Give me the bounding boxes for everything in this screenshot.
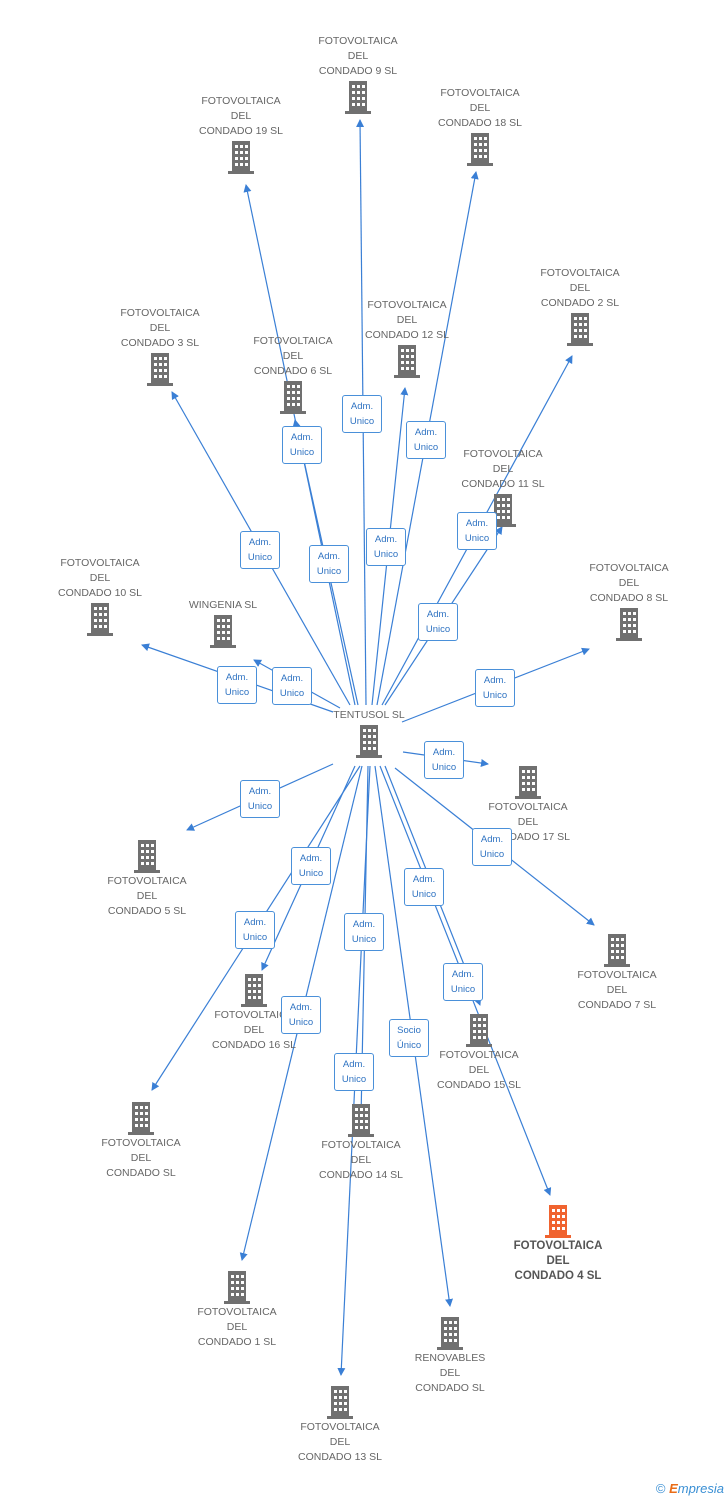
company-name: FOTOVOLTAICA DEL CONDADO 1 SL [197,1306,277,1348]
building-icon [25,601,175,637]
company-name: FOTOVOLTAICA DEL CONDADO 14 SL [318,1139,404,1181]
building-icon [66,1100,216,1136]
building-icon [294,723,444,759]
role-badge[interactable]: Adm. Unico [366,528,406,566]
company-node-n14[interactable]: FOTOVOLTAICA DEL CONDADO 14 SL [286,1102,436,1183]
role-badge[interactable]: Adm. Unico [344,913,384,951]
role-badge[interactable]: Adm. Unico [282,426,322,464]
company-node-n11[interactable]: FOTOVOLTAICA DEL CONDADO 11 SL [428,447,578,528]
company-name: FOTOVOLTAICA DEL CONDADO 8 SL [589,562,669,604]
role-badge[interactable]: Adm. Unico [309,545,349,583]
company-name: FOTOVOLTAICA DEL CONDADO SL [101,1137,181,1179]
company-name: FOTOVOLTAICA DEL CONDADO 6 SL [253,335,333,377]
role-badge[interactable]: Adm. Unico [406,421,446,459]
role-badge[interactable]: Adm. Unico [443,963,483,1001]
company-name: FOTOVOLTAICA DEL CONDADO 18 SL [437,87,523,129]
company-name: TENTUSOL SL [333,709,405,721]
role-badge[interactable]: Adm. Unico [291,847,331,885]
building-icon [265,1384,415,1420]
company-node-tentusol[interactable]: TENTUSOL SL [294,708,444,759]
company-name: FOTOVOLTAICA DEL CONDADO 11 SL [461,448,545,490]
role-badge[interactable]: Adm. Unico [334,1053,374,1091]
building-icon [148,613,298,649]
company-node-n13[interactable]: FOTOVOLTAICA DEL CONDADO 13 SL [265,1384,415,1465]
building-icon [283,79,433,115]
company-name: FOTOVOLTAICA DEL CONDADO 16 SL [211,1009,297,1051]
role-badge[interactable]: Adm. Unico [240,531,280,569]
building-icon [375,1315,525,1351]
building-icon [404,1012,554,1048]
building-icon [85,351,235,387]
role-badge[interactable]: Socio Único [389,1019,429,1057]
company-node-n5[interactable]: FOTOVOLTAICA DEL CONDADO 5 SL [72,838,222,919]
building-icon [166,139,316,175]
building-icon [483,1203,633,1239]
company-name: FOTOVOLTAICA DEL CONDADO 15 SL [436,1049,522,1091]
building-icon [72,838,222,874]
role-badge[interactable]: Adm. Unico [235,911,275,949]
role-badge[interactable]: Adm. Unico [342,395,382,433]
company-name: RENOVABLES DEL CONDADO SL [414,1352,486,1394]
company-node-n12[interactable]: FOTOVOLTAICA DEL CONDADO 12 SL [332,298,482,379]
company-name: FOTOVOLTAICA DEL CONDADO 2 SL [540,267,620,309]
company-node-n16[interactable]: FOTOVOLTAICA DEL CONDADO 16 SL [179,972,329,1053]
building-icon [405,131,555,167]
company-node-n3[interactable]: FOTOVOLTAICA DEL CONDADO 3 SL [85,306,235,387]
company-node-n8[interactable]: FOTOVOLTAICA DEL CONDADO 8 SL [554,561,704,642]
company-node-n0[interactable]: FOTOVOLTAICA DEL CONDADO SL [66,1100,216,1181]
company-name: FOTOVOLTAICA DEL CONDADO 4 SL [513,1240,603,1282]
company-node-n15[interactable]: FOTOVOLTAICA DEL CONDADO 15 SL [404,1012,554,1093]
footer-brand: © Empresia [656,1481,724,1496]
role-badge[interactable]: Adm. Unico [281,996,321,1034]
company-node-n4[interactable]: FOTOVOLTAICA DEL CONDADO 4 SL [483,1203,633,1284]
company-node-n18[interactable]: FOTOVOLTAICA DEL CONDADO 18 SL [405,86,555,167]
company-name: FOTOVOLTAICA DEL CONDADO 19 SL [198,95,284,137]
brand-initial: E [669,1481,678,1496]
building-icon [505,311,655,347]
building-icon [554,606,704,642]
building-icon [286,1102,436,1138]
company-name: WINGENIA SL [188,599,258,611]
company-name: FOTOVOLTAICA DEL CONDADO 13 SL [297,1421,383,1463]
company-node-n10[interactable]: FOTOVOLTAICA DEL CONDADO 10 SL [25,556,175,637]
role-badge[interactable]: Adm. Unico [272,667,312,705]
company-node-n9[interactable]: FOTOVOLTAICA DEL CONDADO 9 SL [283,34,433,115]
building-icon [542,932,692,968]
building-icon [428,492,578,528]
company-name: FOTOVOLTAICA DEL CONDADO 3 SL [120,307,200,349]
company-node-n6[interactable]: FOTOVOLTAICA DEL CONDADO 6 SL [218,334,368,415]
role-badge[interactable]: Adm. Unico [472,828,512,866]
role-badge[interactable]: Adm. Unico [240,780,280,818]
building-icon [162,1269,312,1305]
company-node-n1[interactable]: FOTOVOLTAICA DEL CONDADO 1 SL [162,1269,312,1350]
building-icon [332,343,482,379]
company-name: FOTOVOLTAICA DEL CONDADO 5 SL [107,875,187,917]
company-node-n2[interactable]: FOTOVOLTAICA DEL CONDADO 2 SL [505,266,655,347]
company-node-ren[interactable]: RENOVABLES DEL CONDADO SL [375,1315,525,1396]
role-badge[interactable]: Adm. Unico [404,868,444,906]
company-name: FOTOVOLTAICA DEL CONDADO 10 SL [57,557,143,599]
company-node-n19[interactable]: FOTOVOLTAICA DEL CONDADO 19 SL [166,94,316,175]
company-node-n7[interactable]: FOTOVOLTAICA DEL CONDADO 7 SL [542,932,692,1013]
role-badge[interactable]: Adm. Unico [217,666,257,704]
copyright-symbol: © [655,1481,666,1496]
company-name: FOTOVOLTAICA DEL CONDADO 7 SL [577,969,657,1011]
company-node-wing[interactable]: WINGENIA SL [148,598,298,649]
building-icon [179,972,329,1008]
role-badge[interactable]: Adm. Unico [418,603,458,641]
company-name: FOTOVOLTAICA DEL CONDADO 12 SL [364,299,450,341]
role-badge[interactable]: Adm. Unico [424,741,464,779]
building-icon [218,379,368,415]
role-badge[interactable]: Adm. Unico [475,669,515,707]
building-icon [453,764,603,800]
role-badge[interactable]: Adm. Unico [457,512,497,550]
company-name: FOTOVOLTAICA DEL CONDADO 9 SL [318,35,398,77]
brand-name: mpresia [677,1481,724,1496]
